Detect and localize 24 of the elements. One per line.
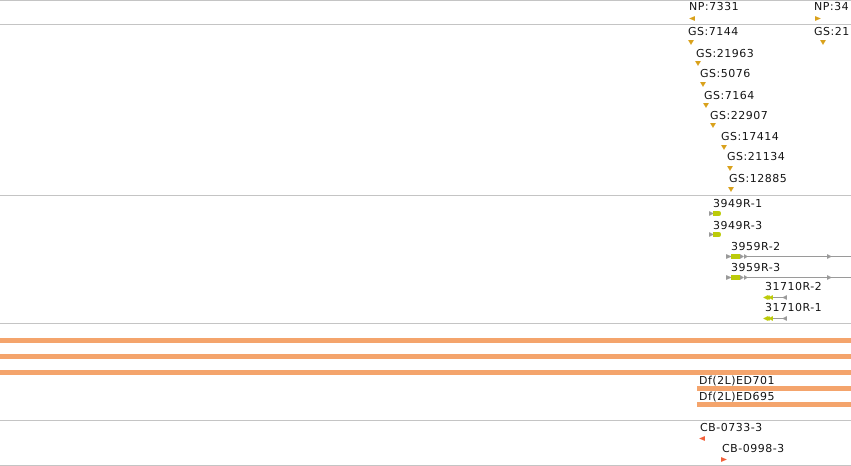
feature-label: GS:7144 <box>688 26 739 38</box>
feature-label: 31710R-2 <box>765 281 822 293</box>
feature-label: GS:21 <box>814 26 850 38</box>
feature-label: 31710R-1 <box>765 302 822 314</box>
feature-label: 3949R-3 <box>713 220 763 232</box>
feature-label: GS:22907 <box>710 110 768 122</box>
deletion-bar <box>0 338 851 343</box>
feature-label: GS:12885 <box>729 173 788 185</box>
feature-label: GS:17414 <box>721 131 780 143</box>
feature-label: CB-0998-3 <box>722 443 785 455</box>
feature-label: 3949R-1 <box>713 198 763 210</box>
feature-label: CB-0733-3 <box>700 422 763 434</box>
feature-label: Df(2L)ED695 <box>699 391 775 403</box>
feature-label: GS:5076 <box>700 68 751 80</box>
feature-label: GS:21134 <box>727 151 786 163</box>
deletion-bar <box>0 354 851 359</box>
feature-label: 3959R-2 <box>731 241 781 253</box>
feature-label: GS:21963 <box>696 48 754 60</box>
feature-label: NP:7331 <box>689 1 740 13</box>
feature-label: 3959R-3 <box>731 262 781 274</box>
feature-label: GS:7164 <box>704 90 755 102</box>
deletion-bar <box>0 370 851 375</box>
feature-label: NP:34 <box>814 1 850 13</box>
feature-label: Df(2L)ED701 <box>699 375 775 387</box>
